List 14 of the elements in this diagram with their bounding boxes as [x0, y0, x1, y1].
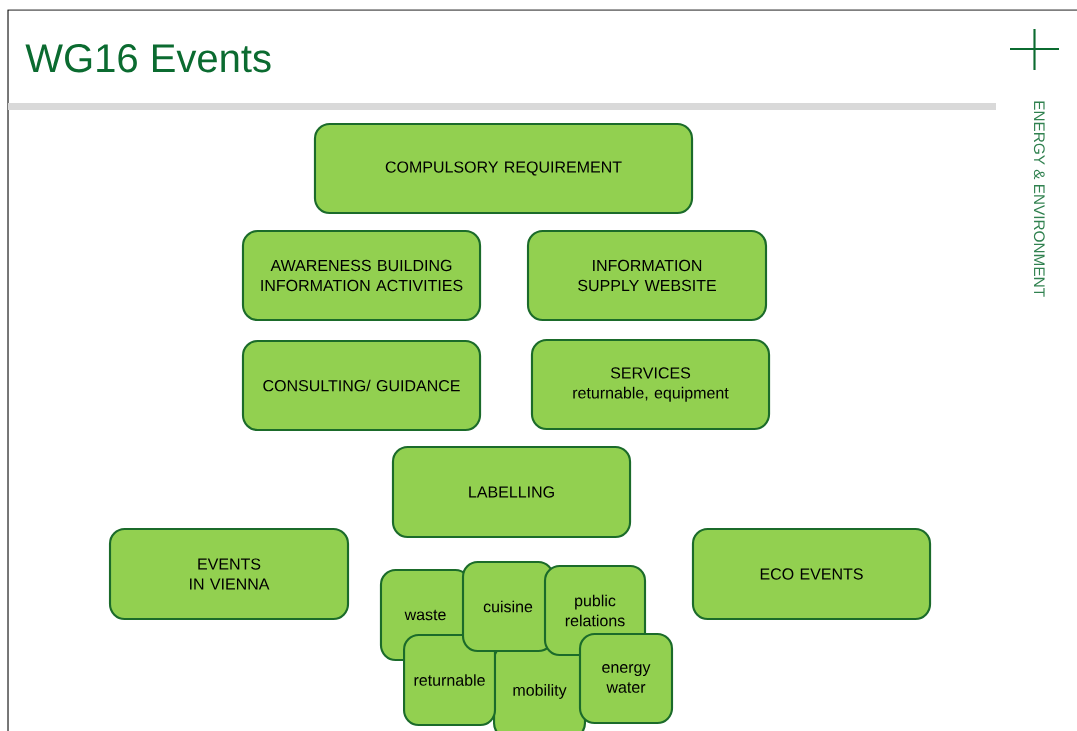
rounded-box: CONSULTING/ GUIDANCE — [241, 339, 482, 432]
rounded-box: ECO EVENTS — [691, 527, 932, 621]
node-label: mobility — [513, 684, 567, 699]
rounded-box: energy water — [578, 632, 674, 725]
rounded-box: returnable — [402, 633, 497, 727]
rounded-box: AWARENESS BUILDING INFORMATION ACTIVITIES — [241, 229, 482, 322]
rounded-box: cuisine — [461, 560, 555, 653]
rounded-box: EVENTS IN VIENNA — [108, 527, 350, 621]
rounded-box: LABELLING — [391, 445, 632, 539]
title: WG16 Events — [25, 44, 271, 73]
rounded-box: SERVICES returnable, equipment — [530, 338, 771, 431]
side-label: ENERGY & ENVIRONMENT — [1033, 101, 1045, 297]
rounded-box: COMPULSORY REQUIREMENT — [313, 122, 694, 215]
rounded-box: INFORMATION SUPPLY WEBSITE — [526, 229, 768, 322]
